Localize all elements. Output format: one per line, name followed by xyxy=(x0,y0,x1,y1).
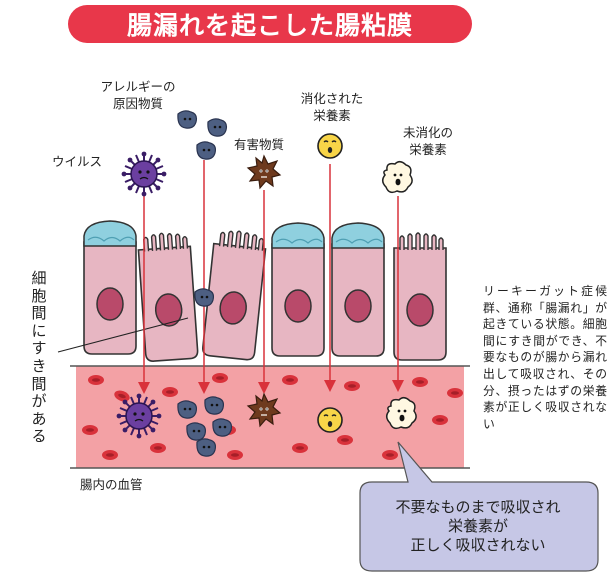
title-banner: 腸漏れを起こした腸粘膜 xyxy=(68,5,472,43)
label-vessel: 腸内の血管 xyxy=(80,477,143,492)
cell-6 xyxy=(393,232,447,361)
gap-leader-line xyxy=(57,317,189,353)
digested-nutrient-icon xyxy=(317,133,343,159)
label-digested: 消化された 栄養素 xyxy=(300,91,364,123)
cell-4 xyxy=(271,222,325,357)
absorption-arrows xyxy=(138,160,404,394)
allergen-in-gap-icon xyxy=(194,288,215,307)
virus-icon xyxy=(120,150,168,198)
callout-text: 不要なものまで吸収され 栄養素が 正しく吸収されない xyxy=(395,498,561,554)
label-allergen: アレルギーの 原因物質 xyxy=(76,78,200,112)
absorbed-undigested-icon xyxy=(385,396,417,430)
label-virus: ウイルス xyxy=(52,154,103,169)
callout-bubble xyxy=(359,441,599,572)
side-description: リーキーガット症候群、通称「腸漏れ」が起きている状態。細胞間にすき間ができ、不要… xyxy=(483,284,607,431)
page-title: 腸漏れを起こした腸粘膜 xyxy=(126,11,413,40)
intestinal-cells xyxy=(83,220,447,363)
undigested-nutrient-icon xyxy=(381,160,413,194)
cell-5 xyxy=(331,222,385,357)
label-allergen-text: アレルギーの 原因物質 xyxy=(100,79,176,111)
allergen-icon xyxy=(177,110,228,160)
label-harmful: 有害物質 xyxy=(234,137,285,152)
label-undigested: 未消化の 栄養素 xyxy=(402,125,453,157)
label-gap: 細胞間にすき間がある xyxy=(31,269,47,446)
harmful-substance-icon xyxy=(247,155,281,189)
absorbed-virus-icon xyxy=(115,392,163,440)
cell-2 xyxy=(137,230,199,363)
absorbed-digested-icon xyxy=(317,407,343,433)
